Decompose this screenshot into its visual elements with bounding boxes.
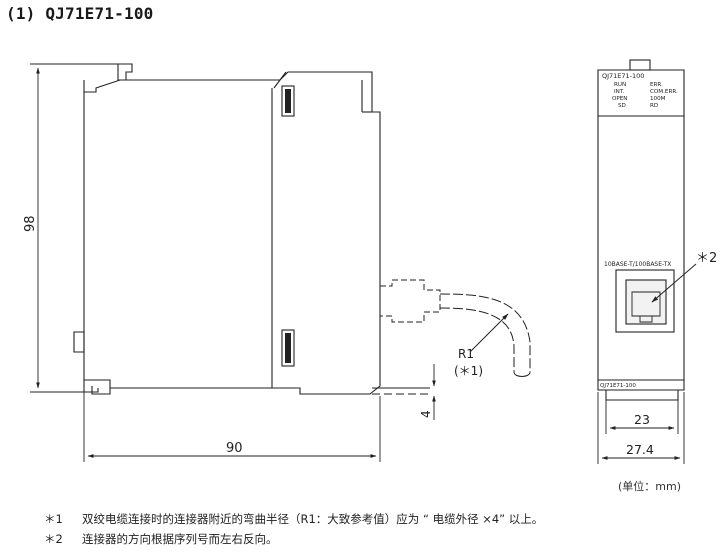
bottom-model: QJ71E71-100 bbox=[600, 383, 636, 389]
note-1: ＊1 双绞电缆连接时的连接器附近的弯曲半径（R1：大致参考值）应为 “ 电缆外径 … bbox=[44, 511, 543, 527]
front-outer-dimension bbox=[597, 392, 685, 464]
r1-leader bbox=[469, 313, 509, 353]
front-inner-dimension bbox=[605, 400, 679, 434]
connector-leader bbox=[651, 263, 697, 303]
top-tab bbox=[629, 59, 651, 71]
led-labels: RUN INT. OPEN SD ERR. COM.ERR. 100M RD bbox=[612, 82, 678, 109]
unit-label: (单位：mm) bbox=[618, 480, 682, 493]
front-outline bbox=[597, 69, 685, 391]
front-model: QJ71E71-100 bbox=[602, 72, 644, 80]
width-value: 90 bbox=[226, 441, 243, 456]
front-port-housing bbox=[615, 269, 675, 333]
led-sd: SD bbox=[618, 103, 626, 109]
front-inner-value: 23 bbox=[634, 412, 650, 427]
led-comerr: COM.ERR. bbox=[650, 89, 678, 95]
height-value: 98 bbox=[23, 215, 38, 232]
note-1-mark: ＊1 bbox=[44, 512, 63, 526]
led-err: ERR. bbox=[650, 82, 663, 88]
port-label: 10BASE-T/100BASE-TX bbox=[604, 261, 671, 268]
r1-note-ref: (＊1) bbox=[454, 364, 483, 378]
gap-value: 4 bbox=[419, 410, 433, 418]
figure-title: (1) QJ71E71-100 bbox=[6, 4, 154, 23]
led-int: INT. bbox=[614, 89, 625, 95]
led-open: OPEN bbox=[612, 96, 628, 102]
top-latch bbox=[117, 63, 133, 81]
cable-assembly bbox=[380, 279, 531, 377]
cable-body bbox=[439, 293, 531, 372]
front-outer-value: 27.4 bbox=[626, 442, 654, 457]
note-1-text: 双绞电缆连接时的连接器附近的弯曲半径（R1：大致参考值）应为 “ 电缆外径 ×4… bbox=[82, 512, 544, 526]
side-view bbox=[73, 63, 430, 395]
lower-slot bbox=[281, 329, 295, 367]
front-view bbox=[597, 59, 685, 401]
led-100m: 100M bbox=[650, 96, 666, 102]
rj45-port bbox=[625, 279, 667, 325]
note-2: ＊2 连接器的方向根据序列号而左右反向。 bbox=[44, 531, 278, 547]
note-2-text: 连接器的方向根据序列号而左右反向。 bbox=[82, 532, 278, 546]
height-dimension bbox=[30, 63, 120, 393]
r1-label: R1 bbox=[458, 347, 474, 361]
bottom-hook bbox=[73, 331, 85, 353]
led-run: RUN bbox=[614, 82, 626, 88]
upper-slot bbox=[281, 85, 295, 117]
note-2-mark: ＊2 bbox=[44, 532, 63, 546]
module-body-outline bbox=[83, 71, 381, 395]
connector-dashed bbox=[380, 279, 441, 323]
connector-ref: ＊2 bbox=[696, 251, 717, 266]
led-rd: RD bbox=[650, 103, 658, 109]
width-dimension bbox=[83, 392, 381, 462]
